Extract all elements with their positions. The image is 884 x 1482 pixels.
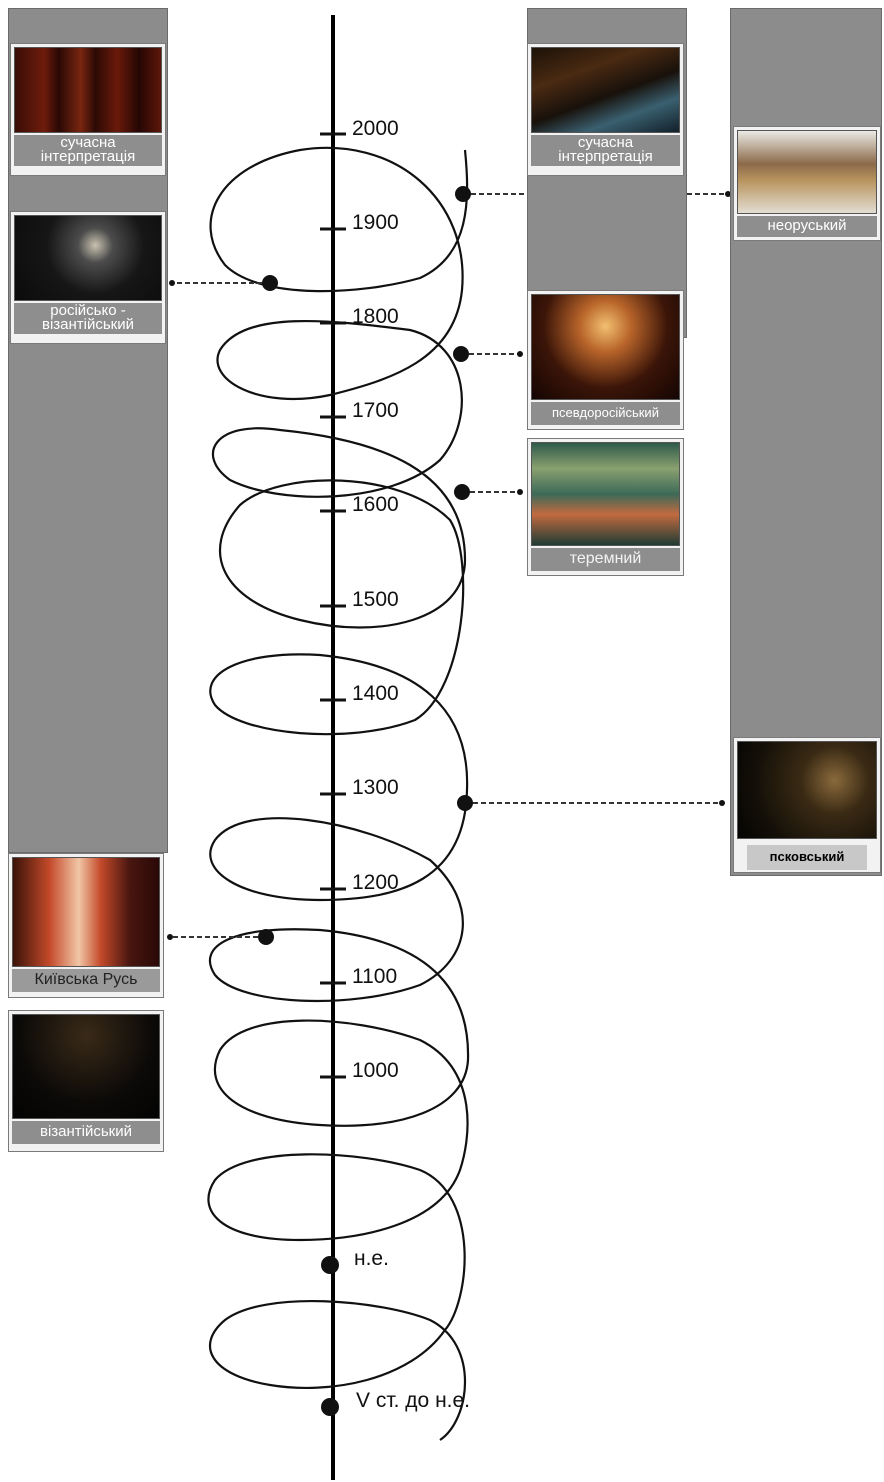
year-label-1500: 1500 (352, 588, 399, 611)
card-left-modern: сучасна інтерпретація (10, 43, 166, 176)
dark-church-photo (737, 741, 877, 839)
card-left-kyivan-rus: Київська Русь (8, 853, 164, 998)
card-left-russian-byzantine: російсько - візантійський (10, 211, 166, 344)
card-caption: теремний (531, 548, 680, 571)
helix-spiral (207, 146, 470, 1441)
year-label-1800: 1800 (352, 305, 399, 328)
year-label-1600: 1600 (352, 493, 399, 516)
year-ticks (320, 132, 346, 1079)
card-mid-terem: теремний (527, 438, 684, 576)
dark-dome-photo (12, 1014, 160, 1119)
card-right-neo-russian: неоруський (733, 126, 881, 241)
dome-interior-photo (14, 215, 162, 301)
year-label-2000: 2000 (352, 117, 399, 140)
card-mid-modern: сучасна інтерпретація (527, 43, 684, 176)
card-caption: псковський (747, 845, 867, 870)
painted-chamber-photo (531, 442, 680, 546)
year-label-1700: 1700 (352, 399, 399, 422)
connector-dots (167, 186, 731, 945)
year-label-1000: 1000 (352, 1059, 399, 1082)
card-left-byzantine: візантійський (8, 1010, 164, 1152)
card-caption: російсько - візантійський (14, 303, 162, 334)
card-caption: сучасна інтерпретація (531, 135, 680, 166)
year-label-1400: 1400 (352, 682, 399, 705)
card-caption: неоруський (737, 216, 877, 237)
start-marker-dot (321, 1398, 339, 1416)
card-mid-pseudo-russian: псевдоросійський (527, 290, 684, 430)
year-label-1100: 1100 (352, 965, 398, 988)
candlelit-hall-photo (531, 294, 680, 400)
era-marker-dot (321, 1256, 339, 1274)
year-label-1300: 1300 (352, 776, 399, 799)
chapel-interior-photo (14, 47, 162, 133)
start-era-label: V ст. до н.е. (356, 1389, 471, 1412)
card-right-pskov: псковський (733, 737, 881, 873)
year-label-1200: 1200 (352, 871, 399, 894)
modern-interior-photo (531, 47, 680, 133)
red-vaulted-hall-photo (12, 857, 160, 967)
year-label-1900: 1900 (352, 211, 399, 234)
iconostasis-hall-photo (737, 130, 877, 214)
card-caption: візантійський (12, 1121, 160, 1144)
card-caption: сучасна інтерпретація (14, 135, 162, 166)
card-caption: Київська Русь (12, 969, 160, 992)
era-label: н.е. (354, 1247, 389, 1270)
card-caption: псевдоросійський (531, 402, 680, 425)
